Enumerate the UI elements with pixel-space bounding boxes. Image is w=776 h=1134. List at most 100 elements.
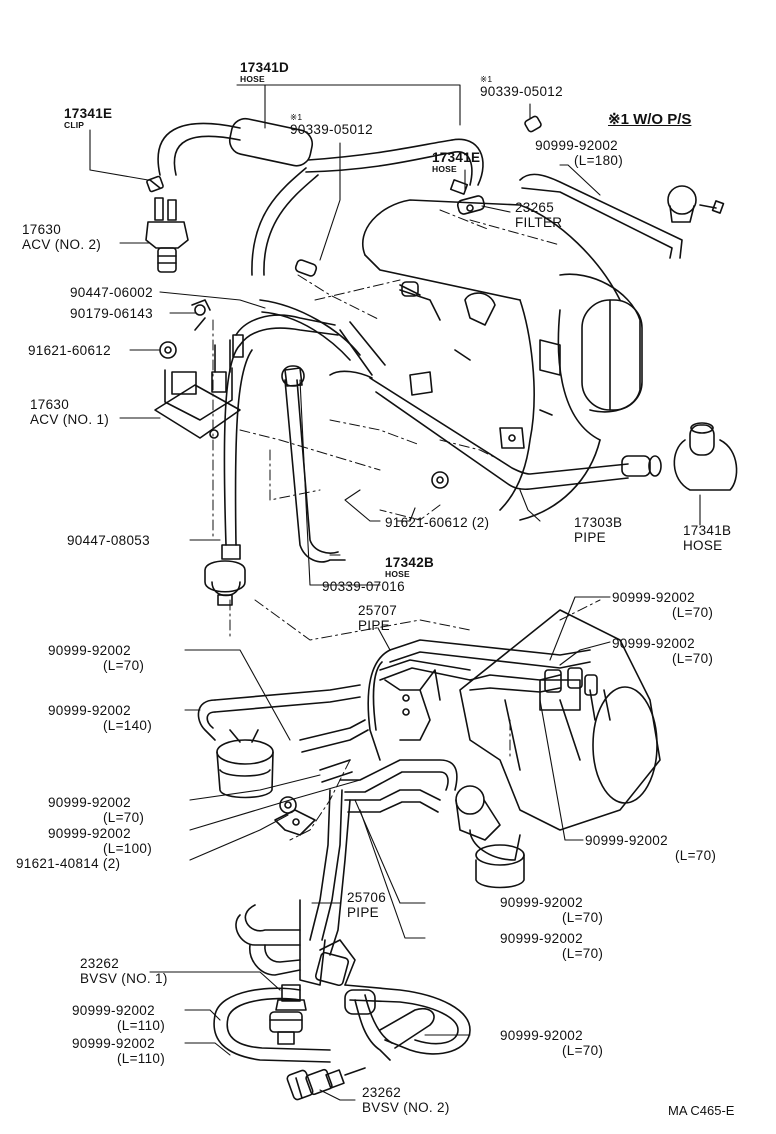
part-number: 90999-92002 (500, 1028, 583, 1043)
label-91621-40814: 91621-40814 (2) (16, 856, 120, 871)
hose-17341b-icon (673, 422, 738, 491)
hose-length: (L=70) (562, 910, 604, 925)
part-number: 25707 (358, 603, 398, 618)
label-25706-pipe: 25706 PIPE (347, 890, 386, 920)
footnote-mark: ※1 (480, 74, 493, 84)
part-number: 90999-92002 (500, 895, 583, 910)
label-17341e-clip: 17341E CLIP (64, 106, 112, 130)
label-17630-acv-no2: 17630 ACV (NO. 2) (22, 222, 101, 252)
part-number: 23262 (80, 956, 120, 971)
part-number: 90999-92002 (48, 703, 131, 718)
vacuum-actuator-icon (204, 544, 246, 606)
part-number: 17342B (385, 555, 435, 570)
label-17341d: 17341D HOSE (240, 60, 289, 84)
label-hose-l110-b: 90999-92002 (L=110) (72, 1036, 165, 1066)
label-hose-l70-l1: 90999-92002 (L=70) (48, 643, 144, 673)
part-number: 90999-92002 (48, 826, 131, 841)
egr-valve-icon (455, 785, 525, 889)
part-number: 91621-60612 (2) (385, 515, 490, 530)
part-number: 90999-92002 (612, 590, 695, 605)
label-23262-bvsv-no2: 23262 BVSV (NO. 2) (362, 1085, 450, 1115)
part-name: BVSV (NO. 1) (80, 971, 168, 986)
label-17303b-pipe: 17303B PIPE (574, 515, 622, 545)
part-name: BVSV (NO. 2) (362, 1100, 450, 1115)
hose-length: (L=100) (103, 841, 153, 856)
label-hose-l70-r6: 90999-92002 (L=70) (500, 1028, 603, 1058)
pipe-25706-icon (235, 789, 356, 987)
part-name: FILTER (515, 215, 563, 230)
part-name: HOSE (240, 74, 265, 84)
part-number: 90999-92002 (500, 931, 583, 946)
part-name: PIPE (574, 530, 606, 545)
part-number: 17341B (683, 523, 732, 538)
label-90339-05012-a: ※1 90339-05012 (290, 113, 373, 138)
label-hose-l70-r5: 90999-92002 (L=70) (500, 931, 603, 961)
drawing-code: MA C465-E (668, 1103, 735, 1118)
label-90339-05012-b: ※1 90339-05012 (480, 74, 563, 100)
vacuum-hose-icon (223, 281, 441, 546)
hose-17341d-icon (157, 117, 484, 276)
bvsv-valve-icon (286, 1067, 366, 1101)
part-number: 90999-92002 (535, 138, 618, 153)
part-name: CLIP (64, 120, 85, 130)
hose-length: (L=70) (103, 810, 145, 825)
hose-length: (L=110) (117, 1018, 166, 1033)
hose-length: (L=70) (672, 605, 714, 620)
vacuum-hose-icon (197, 684, 458, 813)
label-hose-l70-r4: 90999-92002 (L=70) (500, 895, 603, 925)
hose-length: (L=70) (103, 658, 145, 673)
part-number: 17630 (22, 222, 62, 237)
label-hose-l110-a: 90999-92002 (L=110) (72, 1003, 165, 1033)
note-without-power-steering: ※1 W/O P/S (608, 111, 692, 128)
part-name: ACV (NO. 2) (22, 237, 102, 252)
acv-valve-icon (145, 197, 189, 273)
hose-length: (L=140) (103, 718, 153, 733)
part-number: 90999-92002 (48, 795, 131, 810)
part-number: 23265 (515, 200, 555, 215)
label-hose-l70-l2: 90999-92002 (L=70) (48, 795, 144, 825)
part-number: 90179-06143 (70, 306, 153, 321)
part-number: 90999-92002 (72, 1036, 155, 1051)
part-number: 25706 (347, 890, 387, 905)
intake-manifold-icon (362, 199, 643, 521)
vacuum-hose-icon (519, 173, 725, 259)
bolt-icon (159, 341, 177, 359)
label-23265-filter: 23265 FILTER (515, 200, 562, 230)
part-name: ACV (NO. 1) (30, 412, 110, 427)
label-17341e-hose: 17341E HOSE (432, 150, 480, 174)
part-number: 91621-40814 (2) (16, 856, 121, 871)
part-number: 17341E (432, 150, 481, 165)
part-number: 90339-05012 (480, 84, 563, 99)
throttle-body-icon (459, 609, 661, 831)
pipe-25707-icon (367, 639, 611, 761)
hose-length: (L=70) (562, 1043, 604, 1058)
part-number: 90999-92002 (585, 833, 668, 848)
part-number: 17341E (64, 106, 113, 121)
hose-length: (L=70) (672, 651, 714, 666)
part-name: HOSE (432, 164, 457, 174)
label-90179-06143: 90179-06143 (70, 306, 153, 321)
part-number: 90999-92002 (48, 643, 131, 658)
label-90999-l180: 90999-92002 (L=180) (530, 138, 623, 168)
label-17342b-hose: 17342B HOSE (385, 555, 434, 579)
vacuum-hose-icon (213, 984, 471, 1063)
label-90339-07016: 90339-07016 (322, 579, 405, 594)
acv-valve-icon (154, 299, 244, 439)
pipe-17303b-icon (329, 321, 662, 491)
part-name: PIPE (347, 905, 379, 920)
hose-length: (L=180) (574, 153, 624, 168)
label-90447-06002: 90447-06002 (70, 285, 153, 300)
hose-length: (L=110) (117, 1051, 166, 1066)
part-name: HOSE (385, 569, 410, 579)
label-25707-pipe: 25707 PIPE (358, 603, 397, 633)
label-90447-08053: 90447-08053 (67, 533, 150, 548)
part-number: 90339-05012 (290, 122, 373, 137)
plug-icon (524, 115, 542, 133)
label-91621-60612: 91621-60612 (28, 343, 111, 358)
label-hose-l70-r3: 90999-92002 (L=70) (585, 833, 716, 863)
label-17341b-hose: 17341B HOSE (683, 523, 731, 553)
filter-icon (449, 179, 486, 215)
part-number: 17341D (240, 60, 290, 75)
part-number: 17630 (30, 397, 70, 412)
